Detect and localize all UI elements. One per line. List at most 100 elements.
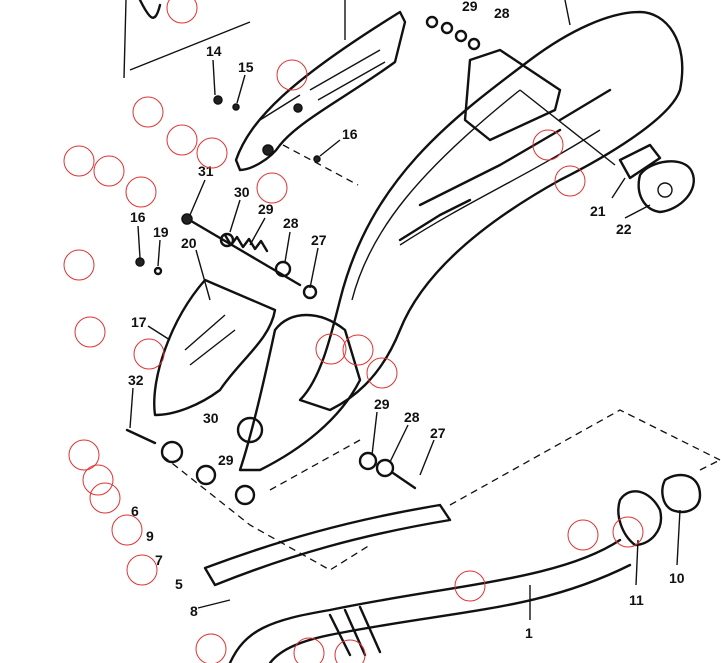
leader-line xyxy=(344,0,571,40)
bushing xyxy=(234,484,256,506)
part-number-label: 27 xyxy=(311,232,327,248)
frame-outline xyxy=(123,0,251,79)
part-number-label: 21 xyxy=(590,203,606,219)
part-number-label: 11 xyxy=(629,592,644,608)
red-circle-marker xyxy=(111,514,143,546)
part-number-label: 7 xyxy=(155,552,163,568)
plate-slot xyxy=(184,314,236,366)
red-circle-marker xyxy=(366,357,398,389)
red-circle-marker xyxy=(293,637,325,663)
red-circle-marker xyxy=(89,482,121,514)
part-number-label: 1 xyxy=(525,625,533,641)
bolt-27 xyxy=(391,471,417,490)
bushing-30 xyxy=(236,416,264,444)
bolt-14 xyxy=(213,95,223,105)
part-number-label: 5 xyxy=(175,576,183,592)
muffler-cutouts xyxy=(398,88,612,242)
muffler-inner-line xyxy=(351,89,601,301)
part-number-label: 31 xyxy=(198,163,214,179)
shield-hole xyxy=(293,103,303,113)
muffler-mount-plate xyxy=(463,48,562,142)
red-circle-marker xyxy=(196,137,228,169)
red-circle-marker xyxy=(334,639,366,663)
leader-dash xyxy=(162,439,371,571)
red-circle-marker xyxy=(166,124,198,156)
washer xyxy=(467,37,481,51)
gasket-10 xyxy=(661,473,702,514)
bracket-21 xyxy=(618,143,662,180)
washer-30 xyxy=(219,232,235,248)
bolt-head xyxy=(181,213,193,225)
red-circle-marker xyxy=(454,570,486,602)
part-number-label: 19 xyxy=(153,224,169,240)
part-number-label: 16 xyxy=(342,126,358,142)
leader-lines xyxy=(129,59,681,620)
nut-16 xyxy=(313,155,321,163)
red-circle-marker xyxy=(132,96,164,128)
clamp-22 xyxy=(637,160,695,214)
bolt-16 xyxy=(135,257,145,267)
bracket-fragment xyxy=(138,0,162,19)
red-circle-marker xyxy=(133,338,165,370)
red-circle-marker xyxy=(68,439,100,471)
part-number-label: 9 xyxy=(146,528,154,544)
part-number-label: 30 xyxy=(203,410,219,426)
heat-shield-slot xyxy=(259,49,386,121)
part-number-label: 29 xyxy=(258,201,274,217)
red-circle-marker xyxy=(342,334,374,366)
stay-bar xyxy=(203,503,452,587)
red-circle-marker xyxy=(126,554,158,586)
washer xyxy=(440,21,454,35)
red-circle-marker xyxy=(532,129,564,161)
washer-28 xyxy=(274,260,292,278)
red-circle-marker xyxy=(612,516,644,548)
red-circle-marker xyxy=(93,155,125,187)
part-number-label: 14 xyxy=(206,43,222,59)
leader-dash xyxy=(282,144,359,186)
bolt-31 xyxy=(184,216,302,287)
clamp-hole xyxy=(657,182,673,198)
part-number-label: 8 xyxy=(190,603,198,619)
red-circle-marker xyxy=(315,333,347,365)
red-circle-marker xyxy=(256,172,288,204)
bushing-29 xyxy=(195,464,217,486)
leader-dash xyxy=(449,409,721,506)
red-circle-marker xyxy=(82,464,114,496)
part-number-label: 28 xyxy=(494,5,510,21)
pipe-flange xyxy=(328,605,382,657)
washer-32 xyxy=(160,440,184,464)
part-number-label: 22 xyxy=(616,221,632,237)
part-number-label: 20 xyxy=(181,235,197,251)
shield-hole xyxy=(262,144,274,156)
red-circle-marker xyxy=(195,633,227,663)
exhaust-pipe xyxy=(228,538,632,663)
part-number-label: 27 xyxy=(430,425,446,441)
part-number-label: 28 xyxy=(283,215,299,231)
washer-28 xyxy=(375,458,395,478)
washer xyxy=(425,15,439,29)
part-number-label: 16 xyxy=(130,209,146,225)
part-number-label: 29 xyxy=(218,452,234,468)
red-circle-marker xyxy=(166,0,198,24)
leader-line xyxy=(519,89,616,166)
part-number-label: 15 xyxy=(238,59,254,75)
part-number-label: 28 xyxy=(404,409,420,425)
red-circle-marker xyxy=(74,316,106,348)
clamp-11 xyxy=(617,490,663,547)
part-number-label: 30 xyxy=(234,184,250,200)
side-plate xyxy=(153,278,277,417)
washer-15 xyxy=(232,103,240,111)
part-number-label: 29 xyxy=(462,0,478,14)
mount-bracket xyxy=(238,313,362,472)
red-circle-marker xyxy=(554,165,586,197)
heat-shield xyxy=(234,10,407,172)
muffler-body xyxy=(298,10,684,412)
red-circle-marker xyxy=(63,249,95,281)
red-circle-marker xyxy=(63,145,95,177)
part-number-label: 29 xyxy=(374,396,390,412)
washer xyxy=(454,29,468,43)
part-number-label: 10 xyxy=(669,570,685,586)
part-number-label: 6 xyxy=(131,503,139,519)
